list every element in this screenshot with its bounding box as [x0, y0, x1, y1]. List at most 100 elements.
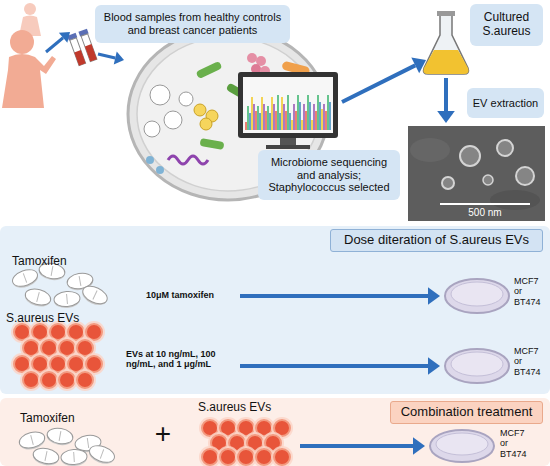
flow-arrow: [240, 294, 428, 298]
sequencing-trace: [309, 102, 310, 130]
tem-micrograph: [460, 146, 480, 166]
sequencing-trace: [299, 102, 300, 130]
computer-monitor: [280, 138, 296, 146]
sequencing-trace: [253, 104, 254, 130]
bacteria: [164, 111, 182, 129]
tamoxifen-pills: [87, 438, 88, 448]
section-heading: Dose diteration of S.aureus EVs: [330, 229, 543, 252]
sequencing-trace: [319, 102, 320, 130]
bacteria: [196, 61, 223, 79]
flow-arrow: [59, 32, 70, 43]
bacteria: [144, 121, 160, 137]
flask: [424, 50, 469, 74]
annotation-label: Tamoxifen: [12, 255, 102, 269]
bacteria: [146, 156, 154, 164]
culture-dish: [445, 349, 509, 383]
flow-arrow: [437, 111, 455, 123]
sequencing-trace: [271, 97, 272, 130]
annotation-label: S.aureus EVs: [6, 312, 116, 326]
sequencing-trace: [279, 113, 280, 130]
tamoxifen-pills: [79, 276, 81, 286]
box-text: Microbiome sequencing and analysis; Stap…: [263, 156, 395, 194]
computer-monitor: [238, 72, 338, 138]
box-text: Cultured S.aureus: [475, 11, 538, 39]
annotation-label: EVs at 10 ng/mL, 100 ng/mL, and 1 μg/mL: [126, 349, 244, 370]
scale-bar-label: 500 nm: [440, 207, 530, 218]
sequencing-trace: [257, 106, 258, 130]
woman-icon: [2, 54, 56, 108]
sequencing-trace: [263, 104, 264, 130]
sequencing-trace: [289, 113, 290, 130]
tamoxifen-pills: [93, 290, 97, 299]
tamoxifen-pills: [66, 294, 68, 304]
tamoxifen-pills: [31, 435, 34, 445]
computer-monitor: [266, 145, 310, 149]
sequencing-trace: [303, 104, 304, 130]
sequencing-trace: [273, 104, 274, 130]
computer-monitor: [238, 72, 338, 149]
woman-icon: [2, 3, 56, 108]
woman-icon: [10, 30, 34, 54]
ev-cluster: [77, 372, 93, 388]
step-box: EV extraction: [467, 88, 544, 118]
sequencing-trace: [283, 104, 284, 130]
bacteria: [200, 118, 212, 130]
sequencing-trace: [265, 111, 266, 130]
annotation-label: MCF7 or BT474: [500, 428, 530, 459]
sequencing-trace: [251, 97, 252, 130]
tem-micrograph: [440, 203, 530, 205]
sequencing-trace: [255, 111, 256, 130]
sequencing-trace: [269, 113, 270, 130]
ev-cluster: [59, 372, 75, 388]
sequencing-trace: [277, 95, 278, 130]
tem-micrograph: [497, 140, 513, 156]
ev-cluster: [41, 372, 57, 388]
annotation-label: Tamoxifen: [20, 412, 110, 426]
sequencing-trace: [311, 120, 312, 130]
sequencing-trace: [287, 95, 288, 130]
box-text: EV extraction: [473, 97, 538, 110]
sequencing-trace: [261, 97, 262, 130]
sequencing-trace: [315, 111, 316, 130]
sequencing-trace: [246, 95, 330, 130]
bacteria: [199, 138, 224, 150]
annotation-label: MCF7 or BT474: [514, 276, 544, 307]
culture-dish: [436, 433, 488, 455]
sequencing-trace: [247, 106, 248, 130]
sequencing-trace: [327, 95, 328, 130]
bacteria: [194, 104, 206, 116]
culture-dish: [445, 279, 509, 313]
bacteria: [179, 92, 193, 106]
flow-arrow: [114, 52, 124, 65]
bacteria: [150, 85, 170, 105]
sequencing-trace: [267, 106, 268, 130]
ev-cluster: [256, 449, 272, 465]
tem-micrograph: [410, 138, 450, 162]
ev-cluster: [23, 372, 39, 388]
annotation-label: S.aureus EVs: [198, 401, 308, 415]
woman-icon: [24, 3, 36, 15]
sequencing-trace: [305, 111, 306, 130]
culture-dish: [430, 430, 494, 462]
flask: [424, 11, 469, 74]
culture-dish: [451, 282, 503, 306]
tem-micrograph: [408, 126, 545, 221]
tamoxifen-pills: [73, 452, 75, 462]
sequencing-trace: [313, 104, 314, 130]
bacteria: [247, 53, 257, 63]
tem-micrograph: [442, 177, 454, 189]
culture-dish: [451, 352, 503, 376]
ev-cluster: [274, 449, 290, 465]
ev-cluster: [74, 369, 96, 391]
sequencing-trace: [323, 104, 324, 130]
sequencing-trace: [301, 120, 302, 130]
tem-micrograph: [408, 126, 545, 221]
tamoxifen-pills: [45, 451, 47, 461]
step-box: Blood samples from healthy controls and …: [95, 5, 290, 43]
annotation-label: 10μM tamoxifen: [146, 290, 241, 300]
flow-arrow: [300, 444, 413, 448]
tamoxifen-pills: [23, 273, 26, 282]
sequencing-trace: [295, 111, 296, 130]
sequencing-trace: [321, 109, 322, 130]
